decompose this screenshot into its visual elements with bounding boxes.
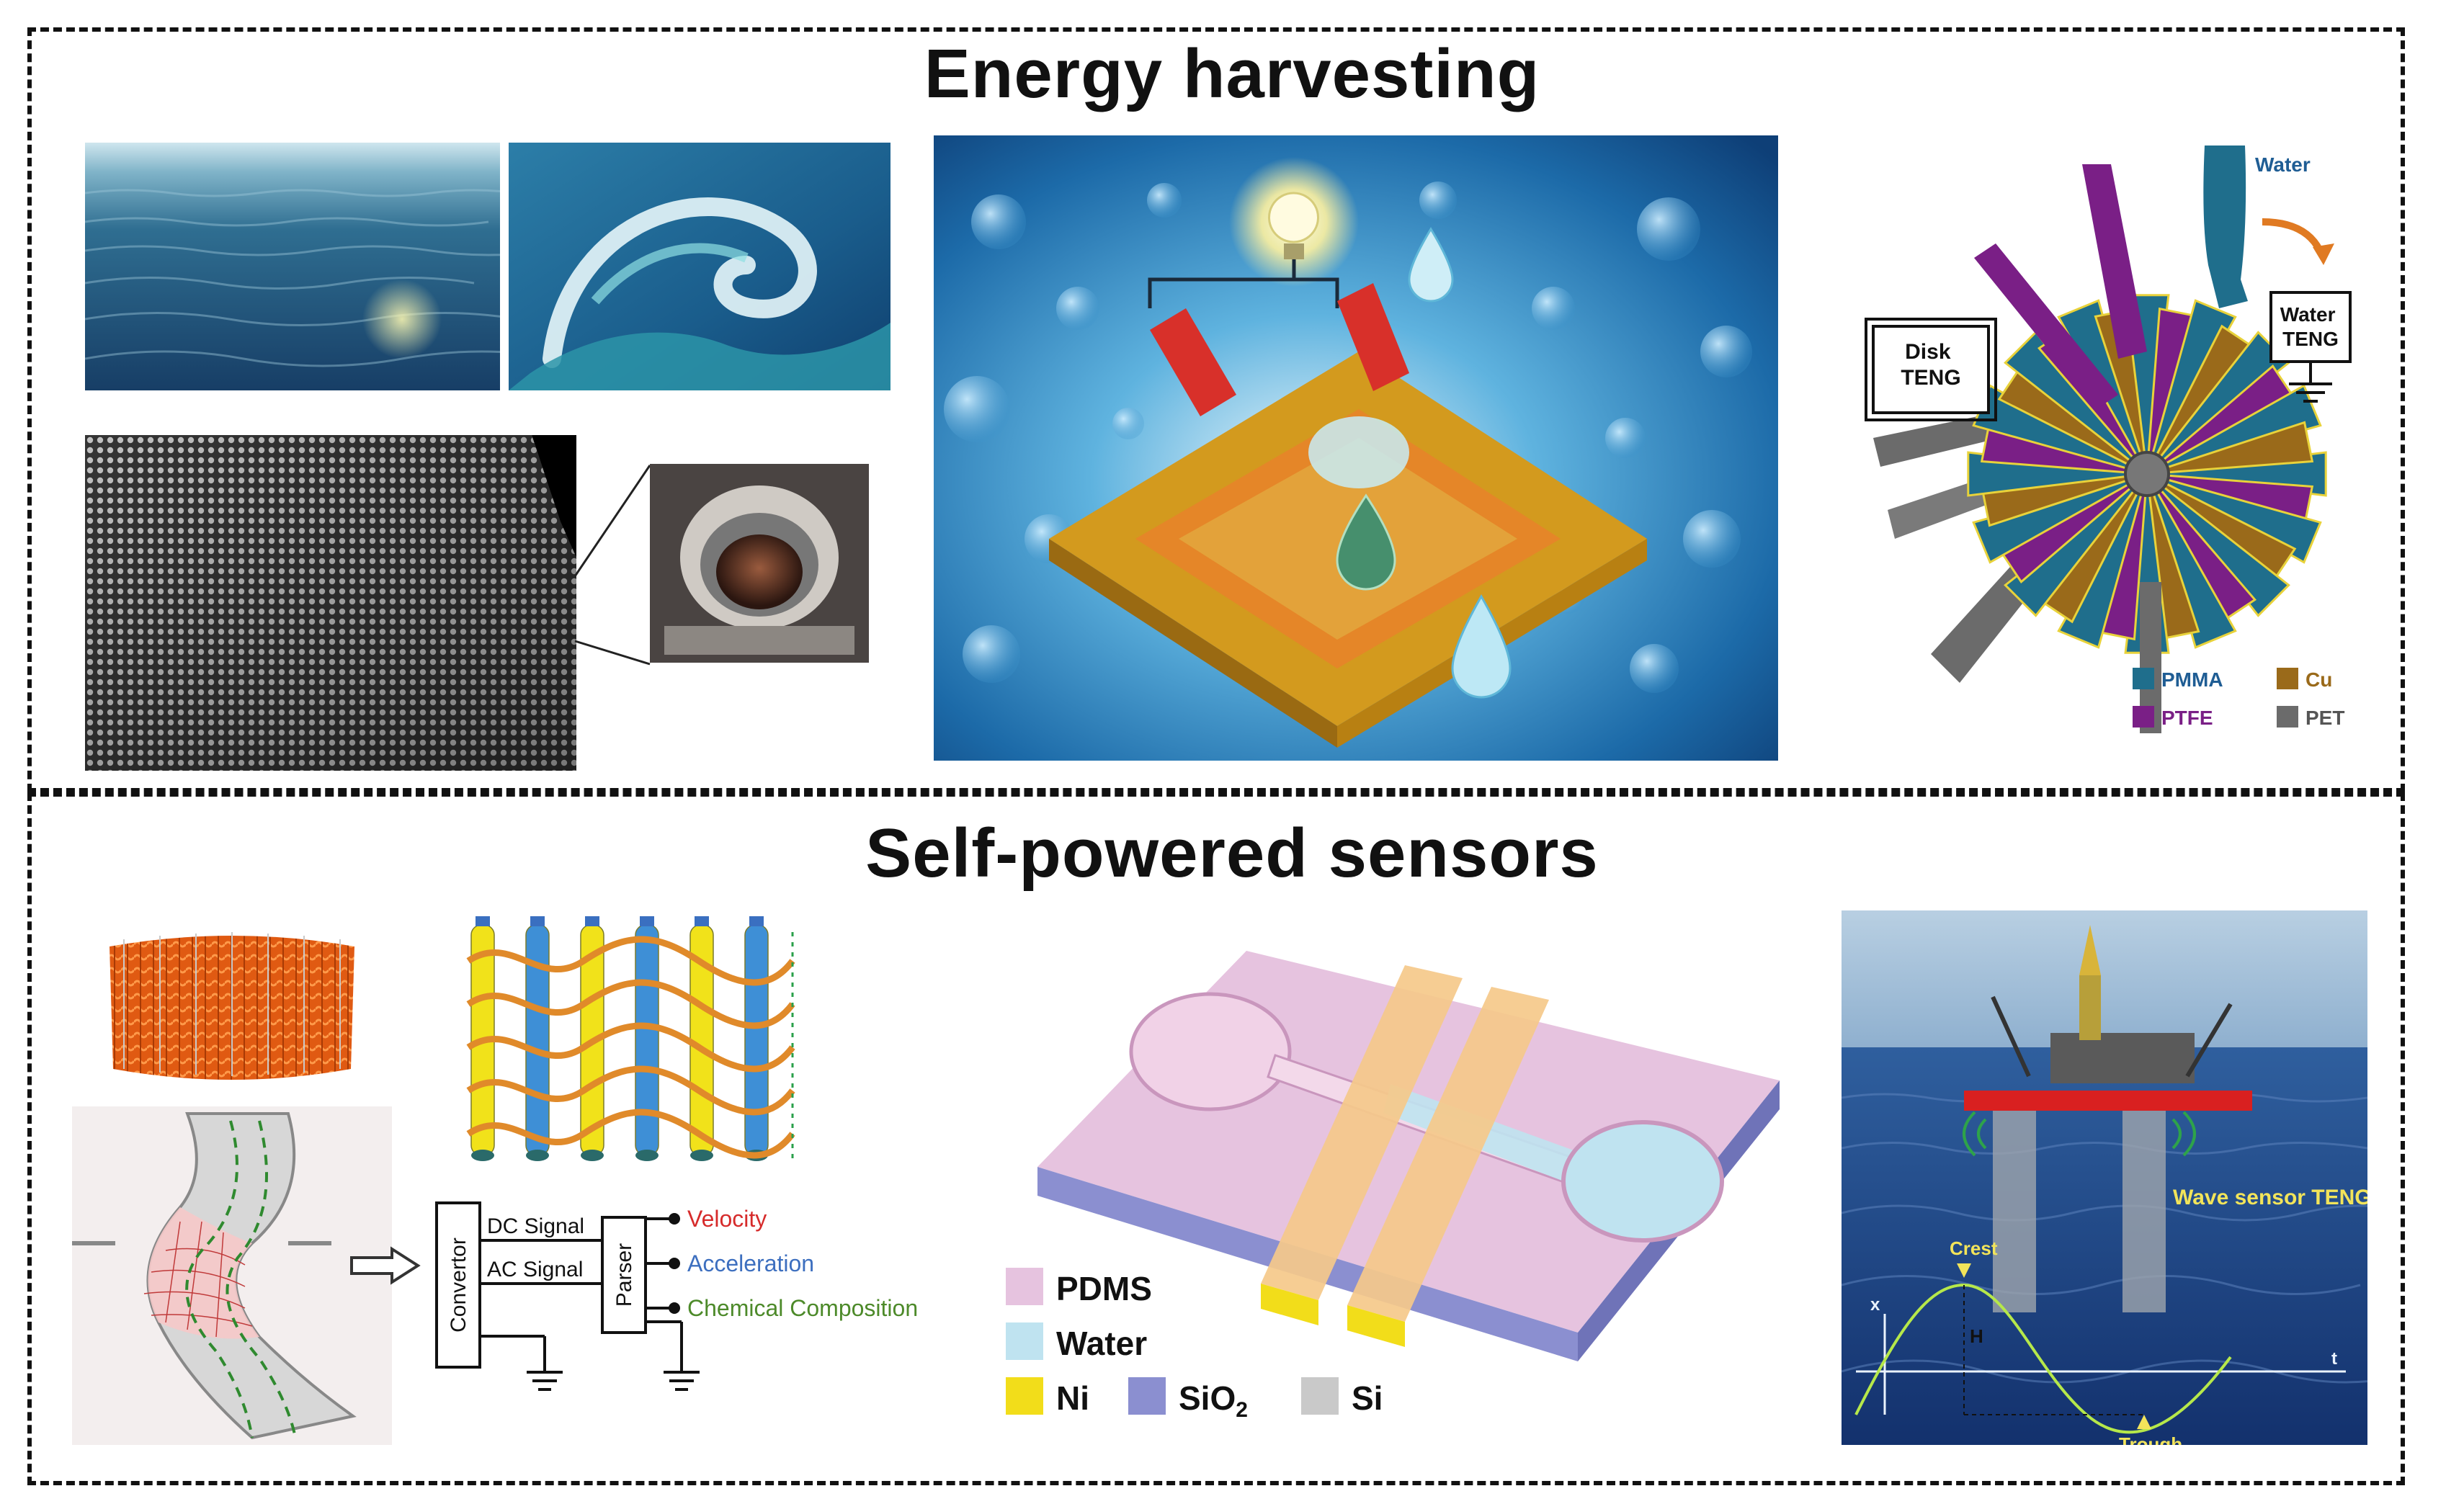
crest-label: Crest <box>1950 1237 1998 1259</box>
output-label-acceleration: Acceleration <box>687 1250 814 1276</box>
breaking-wave-image <box>509 143 890 390</box>
pipe-flow-illustration <box>72 1106 392 1445</box>
svg-text:Disk TENG: Disk TENG <box>1901 340 1960 390</box>
legend-label-cu: Cu <box>2305 668 2332 691</box>
ac-signal-label: AC Signal <box>487 1258 583 1281</box>
parser-label: Parser <box>612 1243 636 1307</box>
offshore-wave-sensor-image: Wave sensor TENG Crest Trough x t H <box>1842 910 2367 1445</box>
convertor-label: Convertor <box>447 1237 470 1333</box>
legend-label-pet: PET <box>2305 707 2344 729</box>
wave-sensor-label: Wave sensor TENG <box>2173 1186 2367 1209</box>
material-swatch-si <box>1301 1377 1339 1415</box>
microfluidic-chip-illustration <box>1030 929 1787 1433</box>
material-label-ni: Ni <box>1056 1379 1089 1417</box>
legend-swatch-pet <box>2277 706 2298 728</box>
height-label: H <box>1970 1325 1983 1347</box>
trough-label: Trough <box>2119 1433 2182 1445</box>
legend-swatch-ptfe <box>2133 706 2154 728</box>
water-teng-label: Water <box>2280 303 2336 326</box>
calm-ocean-image <box>85 143 500 390</box>
output-label-velocity: Velocity <box>687 1206 767 1232</box>
self-powered-sensors-panel <box>27 792 2405 1485</box>
zoom-lines <box>573 465 651 666</box>
device-photo <box>650 464 869 663</box>
legend-swatch-pmma <box>2133 668 2154 689</box>
legend-label-pmma: PMMA <box>2161 668 2223 691</box>
material-label-si: Si <box>1352 1379 1383 1417</box>
x-axis-label: x <box>1870 1295 1880 1315</box>
droplet-teng-image <box>934 135 1778 761</box>
energy-harvesting-title: Energy harvesting <box>924 35 1540 112</box>
material-swatch-sio <box>1128 1377 1166 1415</box>
svg-text:Water TENG: Water TENG <box>2280 303 2342 350</box>
energy-harvesting-panel <box>27 27 2405 792</box>
material-swatch-ni <box>1006 1377 1043 1415</box>
water-label: Water <box>2255 153 2311 176</box>
disk-teng-label: Disk <box>1905 340 1951 364</box>
t-axis-label: t <box>2331 1349 2337 1369</box>
signal-circuit-diagram: Convertor Parser DC Signal AC Signal Vel… <box>429 1181 970 1412</box>
legend-swatch-cu <box>2277 668 2298 689</box>
dimpled-surface-image <box>85 435 576 771</box>
material-swatch-water <box>1006 1322 1043 1360</box>
yarn-array-illustration <box>454 910 804 1184</box>
output-label-chemical-composition: Chemical Composition <box>687 1295 918 1321</box>
hollow-right-arrow <box>350 1246 421 1285</box>
material-label-water: Water <box>1056 1325 1148 1362</box>
material-label-pdms: PDMS <box>1056 1270 1152 1307</box>
material-label-sio: SiO2 <box>1179 1379 1248 1423</box>
legend-label-ptfe: PTFE <box>2161 707 2213 729</box>
dc-signal-label: DC Signal <box>487 1214 584 1238</box>
material-swatch-pdms <box>1006 1268 1043 1305</box>
self-powered-sensors-title: Self-powered sensors <box>865 815 1599 892</box>
textile-sensor-image <box>95 925 369 1091</box>
